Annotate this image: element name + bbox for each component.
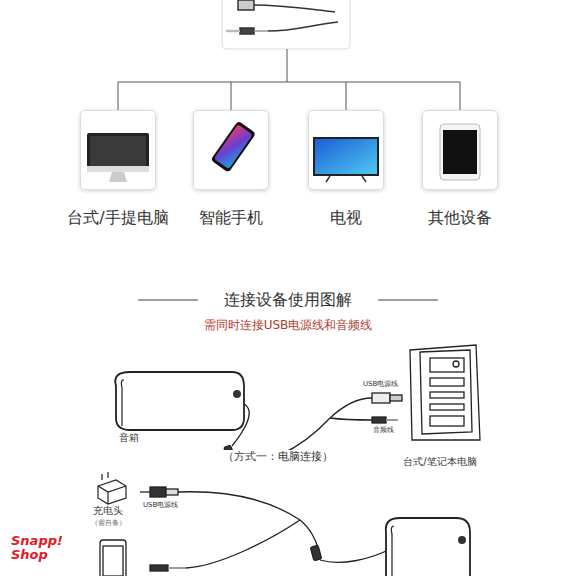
- speaker-bar-2: [386, 518, 470, 576]
- device-box: 其他设备: [422, 110, 498, 227]
- device-label: 智能手机: [199, 208, 263, 227]
- watermark: Snapp! Shop: [10, 534, 64, 561]
- device-label: 电视: [330, 208, 362, 227]
- label: 需同时连接USB电源线和音频线: [203, 318, 374, 332]
- device-label: 其他设备: [428, 208, 492, 227]
- device-frame: [308, 110, 384, 190]
- device-label: 台式/手提电脑: [67, 208, 168, 227]
- label: （需自备）: [90, 519, 127, 527]
- cable-picture: [226, 0, 338, 34]
- device-box: 台式/手提电脑: [67, 110, 168, 227]
- phone-drawing: [100, 540, 126, 576]
- cable-2: [140, 487, 392, 571]
- label: USB电源线: [142, 501, 179, 509]
- computer-tower: [410, 345, 480, 440]
- label: USB电源线: [362, 380, 399, 388]
- device-frame: [80, 110, 156, 190]
- tree-lines: [118, 49, 460, 110]
- device-frame: [193, 110, 269, 190]
- tablet-icon: [440, 124, 480, 180]
- device-box: 电视: [308, 110, 384, 227]
- label: 台式/笔记本电脑: [402, 456, 477, 468]
- cable-box: [222, 0, 350, 49]
- diagram-title: 连接设备使用图解: [223, 290, 353, 309]
- device-box: 智能手机: [193, 110, 269, 227]
- label: （方式一：电脑连接）: [222, 450, 334, 463]
- label: 音箱: [118, 432, 140, 444]
- tv-icon: [313, 137, 379, 182]
- device-frame: [422, 110, 498, 190]
- charger: [98, 472, 126, 504]
- label: 音频线: [372, 426, 395, 434]
- monitor-icon: [87, 133, 149, 182]
- phone-icon: [211, 121, 257, 173]
- label: 充电头: [92, 505, 124, 517]
- speaker-bar: [115, 372, 244, 430]
